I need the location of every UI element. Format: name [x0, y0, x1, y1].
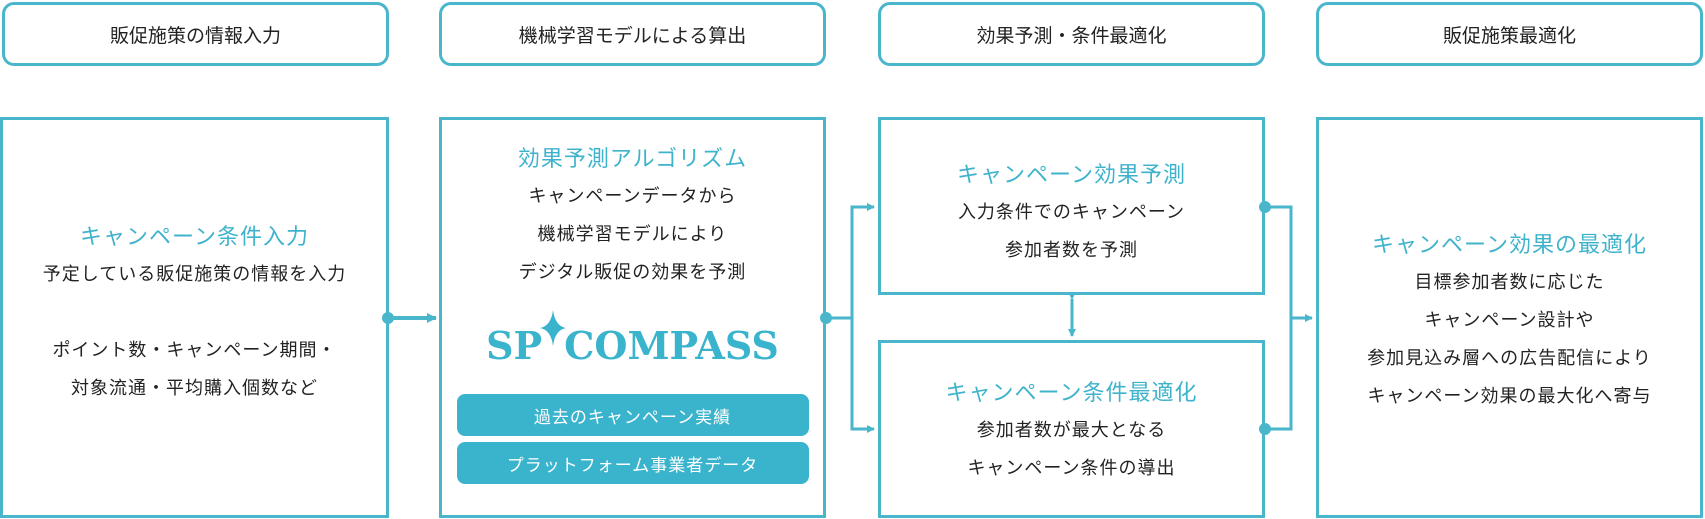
logo-sp: SP	[486, 323, 543, 368]
arrow-input-to-algorithm	[382, 312, 437, 324]
condition-optimization-desc-2: キャンペーン条件の導出	[967, 458, 1176, 479]
algorithm-title: 効果予測アルゴリズム	[517, 147, 748, 172]
effect-optimization-box: キャンペーン効果の最適化 目標参加者数に応じた キャンペーン設計や 参加見込み層…	[1316, 117, 1703, 518]
algorithm-box: 効果予測アルゴリズム キャンペーンデータから 機械学習モデルにより デジタル販促…	[439, 117, 826, 518]
effect-optimization-desc-3: 参加見込み層への広告配信により	[1367, 348, 1652, 369]
effect-optimization-desc-1: 目標参加者数に応じた	[1414, 272, 1605, 293]
algorithm-desc-2: 機械学習モデルにより	[537, 224, 728, 245]
data-source-platform-data: プラットフォーム事業者データ	[456, 442, 809, 484]
campaign-input-examples-2: 対象流通・平均購入個数など	[71, 378, 318, 399]
condition-optimization-title: キャンペーン条件最適化	[945, 381, 1198, 406]
data-source-past-campaigns: 過去のキャンペーン実績	[456, 394, 809, 436]
effect-optimization-desc-4: キャンペーン効果の最大化へ寄与	[1367, 386, 1652, 407]
step-header-ml: 機械学習モデルによる算出	[439, 2, 826, 66]
algorithm-desc-1: キャンペーンデータから	[528, 186, 737, 207]
step-header-prediction: 効果予測・条件最適化	[878, 2, 1265, 66]
logo-compass: COMPASS	[564, 323, 779, 368]
effect-prediction-desc-1: 入力条件でのキャンペーン	[957, 202, 1186, 223]
algorithm-desc-3: デジタル販促の効果を予測	[518, 262, 747, 283]
arrow-prediction-to-optimization	[1259, 201, 1313, 435]
campaign-input-desc: 予定している販促施策の情報を入力	[42, 264, 347, 285]
campaign-input-box: キャンペーン条件入力 予定している販促施策の情報を入力 ポイント数・キャンペーン…	[0, 117, 389, 518]
campaign-input-examples-1: ポイント数・キャンペーン期間・	[52, 340, 337, 361]
effect-optimization-title: キャンペーン効果の最適化	[1372, 233, 1647, 258]
step-header-optimization: 販促施策最適化	[1316, 2, 1703, 66]
condition-optimization-desc-1: 参加者数が最大となる	[976, 420, 1167, 441]
step-header-input: 販促施策の情報入力	[2, 2, 389, 66]
sparkle-star-icon	[540, 308, 567, 368]
condition-optimization-box: キャンペーン条件最適化 参加者数が最大となる キャンペーン条件の導出	[878, 340, 1265, 518]
effect-optimization-desc-2: キャンペーン設計や	[1424, 310, 1595, 331]
arrow-algorithm-to-prediction	[820, 203, 875, 433]
effect-prediction-title: キャンペーン効果予測	[957, 163, 1186, 188]
campaign-input-title: キャンペーン条件入力	[80, 225, 309, 250]
sp-compass-logo: SP COMPASS	[486, 308, 779, 368]
effect-prediction-desc-2: 参加者数を予測	[1005, 240, 1138, 261]
